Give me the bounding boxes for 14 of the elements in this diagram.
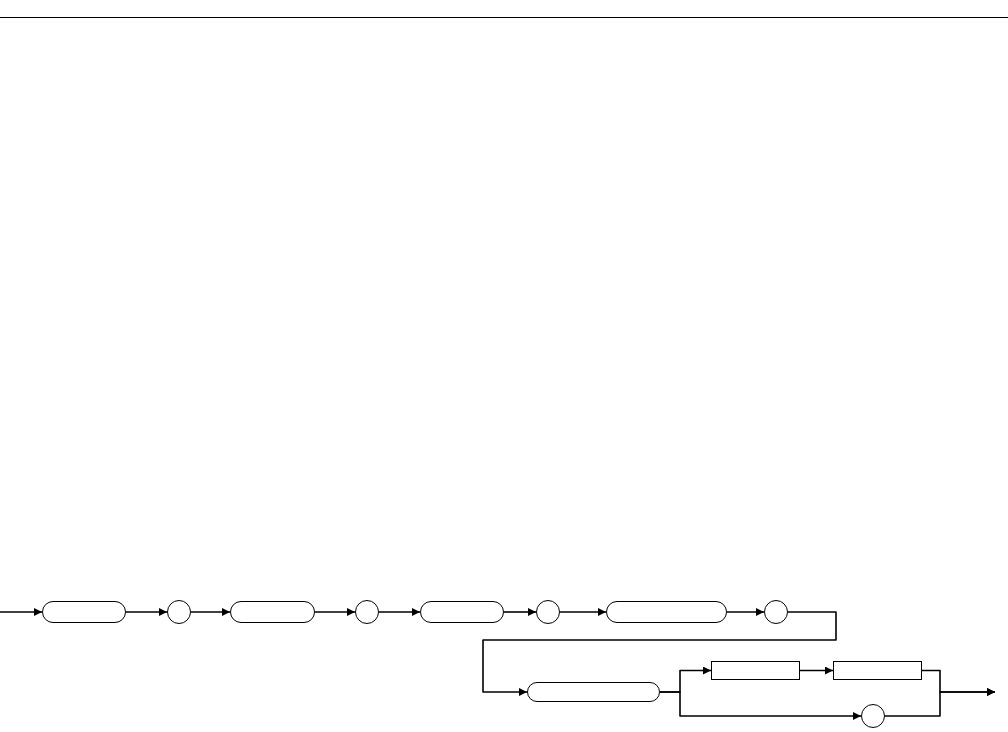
arrow — [125, 608, 168, 616]
arrow — [482, 611, 837, 696]
rectangle-box — [833, 661, 922, 680]
arrow — [559, 608, 607, 616]
rectangle-box — [711, 661, 800, 680]
arrow — [659, 691, 862, 720]
arrow — [503, 608, 537, 616]
arrow — [190, 608, 231, 616]
arrow — [799, 666, 834, 675]
arrow — [378, 608, 421, 616]
arrow — [0, 608, 43, 616]
arrow — [314, 608, 356, 616]
arrow — [884, 688, 996, 717]
arrow — [726, 608, 765, 616]
